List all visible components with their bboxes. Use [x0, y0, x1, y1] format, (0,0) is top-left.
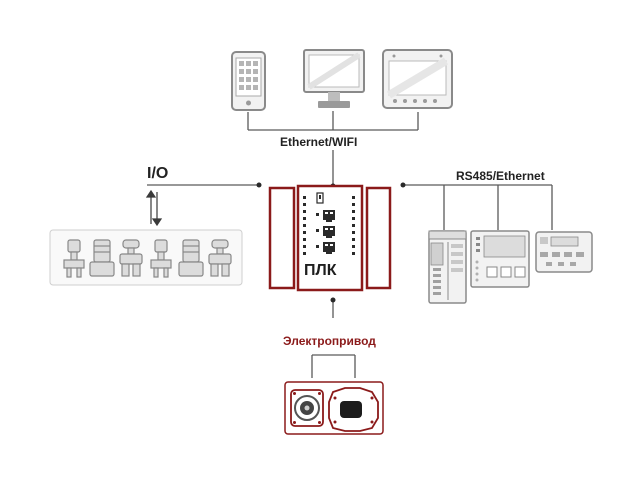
plc-led-column-left	[303, 196, 306, 255]
panel-meter-icon	[470, 230, 530, 288]
plc-main-module	[296, 184, 364, 292]
valve-actuator-icon	[150, 239, 172, 278]
top-connector	[247, 111, 419, 186]
controller-icon	[428, 230, 467, 304]
io-devices-panel	[49, 229, 243, 286]
connector-dot	[256, 182, 262, 188]
pump-icon	[89, 239, 115, 277]
plc-left-module	[268, 186, 296, 290]
valve-icon	[208, 239, 232, 277]
fieldbus-label: RS485/Ethernet	[456, 169, 545, 183]
pump-icon	[178, 239, 204, 277]
io-arrows-icon	[145, 189, 163, 227]
drive-label: Электропривод	[283, 334, 376, 348]
drive-panel	[284, 381, 384, 435]
network-label: Ethernet/WIFI	[280, 135, 358, 149]
valve-icon	[119, 239, 143, 277]
touch-panel-icon	[382, 49, 453, 109]
plc-led-column-right	[352, 196, 355, 255]
actuator-housing-icon	[328, 387, 379, 432]
ethernet-port-icon	[323, 210, 335, 254]
plc-switch-icon	[316, 192, 324, 204]
relay-module-icon	[535, 231, 593, 273]
connector-dot	[400, 182, 406, 188]
valve-actuator-icon	[63, 239, 85, 278]
monitor-icon	[303, 49, 365, 108]
smartphone-icon	[231, 51, 266, 111]
motor-drive-icon	[290, 389, 324, 427]
connector-dot	[330, 297, 336, 303]
plc-right-module	[365, 186, 392, 290]
io-label: I/O	[147, 165, 169, 182]
plc-label: ПЛК	[304, 262, 337, 279]
side-connectors	[147, 184, 553, 230]
